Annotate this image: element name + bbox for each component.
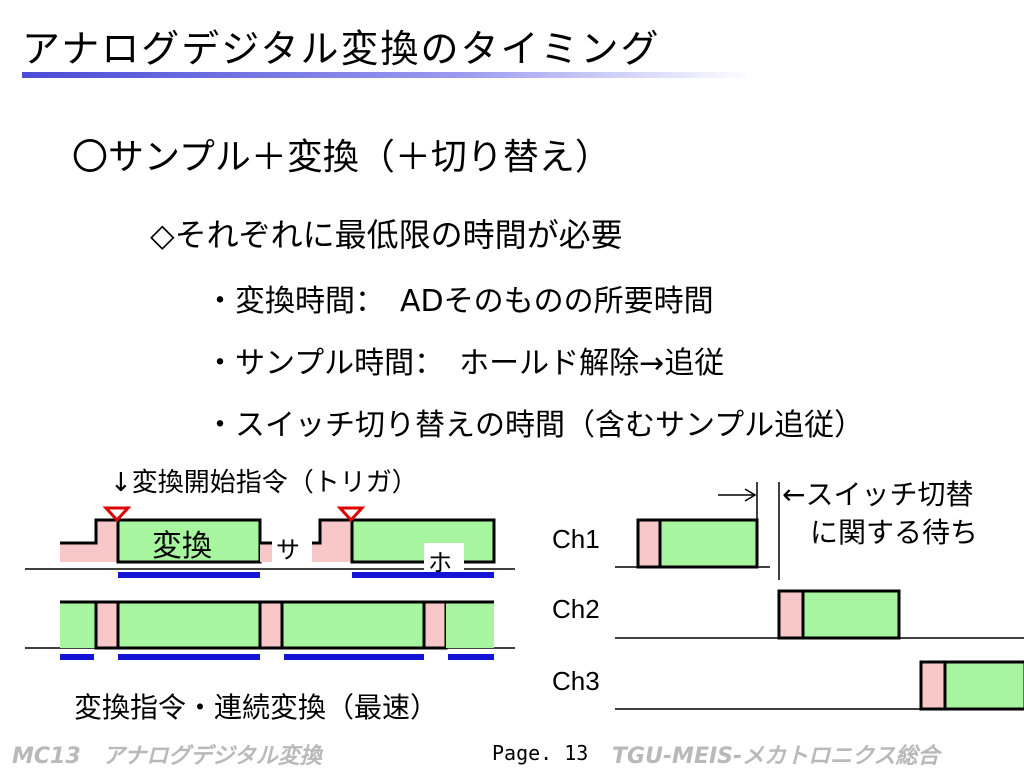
cont-hold-bar-1 [118, 654, 260, 660]
ch3-conversion [943, 660, 1024, 711]
title-underline [22, 72, 752, 78]
cont-sample-1 [94, 600, 120, 650]
ch2-sample [777, 589, 805, 640]
cont-conv-1 [116, 600, 262, 650]
main-heading: 〇サンプル＋変換（＋切り替え） [72, 137, 611, 178]
hold-bar-1 [118, 572, 260, 578]
conversion-label: 変換 [152, 529, 212, 564]
cont-sample-2 [258, 600, 284, 650]
sub-heading: ◇それぞれに最低限の時間が必要 [150, 216, 623, 254]
ch1-sample [636, 518, 662, 569]
sample-label-bg [272, 532, 312, 562]
switch-wait-line1: ←スイッチ切替 [782, 478, 974, 511]
ch2-conversion [801, 589, 901, 640]
bullet-sample-time: ・サンプル時間： ホールド解除→追従 [205, 346, 725, 381]
wait-arrow-head [744, 488, 757, 502]
trigger-marker-2 [336, 506, 366, 523]
hold-bar-2 [352, 572, 494, 578]
cont-conv-2 [280, 600, 426, 650]
sample-region-1 [60, 520, 118, 562]
cont-hold-bar-2 [284, 654, 424, 660]
cont-sample-3 [422, 600, 448, 650]
switch-wait-label: ←スイッチ切替 に関する待ち [782, 476, 978, 552]
cont-hold-bar-3 [448, 654, 494, 660]
channel-label-ch1: Ch1 [552, 524, 600, 554]
ch3-sample [919, 660, 947, 711]
footer-page-number: Page. 13 [492, 741, 589, 765]
ch1-conversion [658, 518, 759, 569]
bullet-switch-time: ・スイッチ切り替えの時間（含むサンプル追従） [205, 408, 865, 443]
trigger-label: ↓変換開始指令（トリガ） [110, 468, 418, 498]
channel-label-ch2: Ch2 [552, 594, 600, 624]
hold-label: ホ [428, 549, 452, 577]
diagram-caption: 変換指令・連続変換（最速） [74, 691, 439, 724]
conversion-block-1 [116, 518, 262, 564]
channel-label-ch3: Ch3 [552, 666, 600, 696]
sample-label: サ [276, 536, 300, 564]
hold-label-bg [424, 543, 464, 575]
sample-edge-1 [60, 518, 118, 545]
cont-conv-0 [60, 602, 96, 648]
slide-title: アナログデジタル変換のタイミング [22, 27, 661, 71]
footer-course: MC13 アナログデジタル変換 [12, 744, 322, 769]
conversion-block-2 [350, 518, 496, 564]
trigger-marker-1 [102, 506, 132, 523]
cont-hold-bar-0 [60, 654, 94, 660]
switch-wait-line2: に関する待ち [810, 516, 979, 549]
footer-organization: TGU-MEIS-メカトロニクス総合 [612, 744, 940, 769]
cont-conv-3 [446, 602, 494, 648]
bullet-conversion-time: ・変換時間： ADそのものの所要時間 [205, 284, 714, 319]
